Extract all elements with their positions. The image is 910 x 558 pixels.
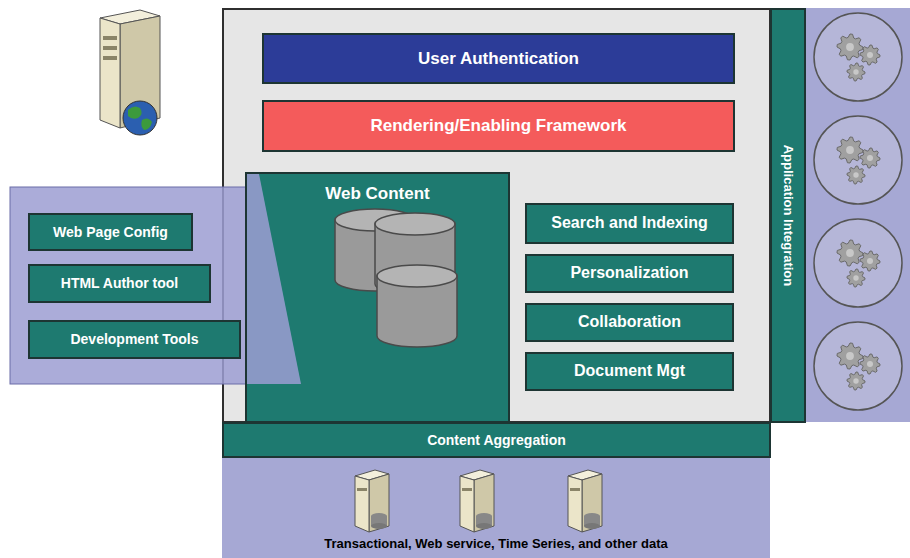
integration-bar: Application Integration <box>770 8 806 423</box>
framework-bar: Rendering/Enabling Framework <box>262 100 735 152</box>
content-store: Web Content <box>245 172 510 423</box>
service-box: Search and Indexing <box>525 203 734 244</box>
vertical-label: Application Integration <box>781 145 796 287</box>
service-gears <box>814 13 902 410</box>
tool-box: Development Tools <box>28 320 241 359</box>
data-server-icons <box>355 470 602 532</box>
box-label: Development Tools <box>70 331 198 347</box>
services-panel <box>805 8 910 422</box>
box-label: Collaboration <box>578 313 681 331</box>
box-label: Document Mgt <box>574 362 685 380</box>
box-label: User Authentication <box>418 49 579 69</box>
box-label: Web Content <box>325 184 430 204</box>
database-cylinder <box>377 265 457 347</box>
tools-panel <box>10 187 246 384</box>
box-label: Content Aggregation <box>427 432 566 448</box>
tool-box: HTML Author tool <box>28 264 211 303</box>
data-sources-caption: Transactional, Web service, Time Series,… <box>222 536 770 551</box>
portal-container <box>223 9 770 422</box>
box-label: Rendering/Enabling Framework <box>371 116 627 136</box>
web-server-icon <box>100 10 160 135</box>
aggregation-bar: Content Aggregation <box>222 422 771 458</box>
box-label: Web Page Config <box>53 224 168 240</box>
data-sources-panel <box>222 457 770 558</box>
auth-bar: User Authentication <box>262 33 735 84</box>
service-gear <box>814 13 902 101</box>
tool-box: Web Page Config <box>28 213 193 251</box>
service-box: Document Mgt <box>525 352 734 391</box>
service-box: Collaboration <box>525 303 734 342</box>
tools-overlap <box>247 174 301 384</box>
service-gear <box>814 219 902 307</box>
box-label: Personalization <box>570 264 688 282</box>
service-box: Personalization <box>525 254 734 293</box>
box-label: Search and Indexing <box>551 214 707 232</box>
service-gear <box>814 322 902 410</box>
box-label: HTML Author tool <box>61 275 178 291</box>
database-illustration <box>247 174 508 421</box>
service-gear <box>814 116 902 204</box>
